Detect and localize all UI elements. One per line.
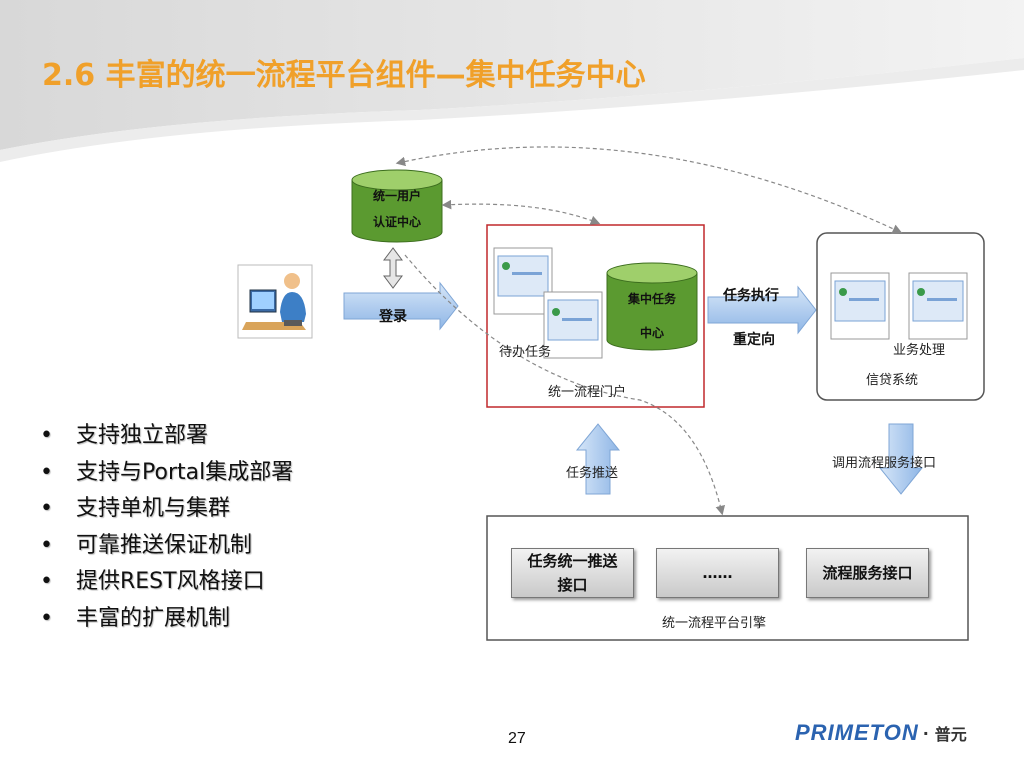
service-interface-label: 流程服务接口 [822, 564, 913, 582]
login-label: 登录 [379, 309, 407, 325]
push-interface-button: 任务统一推送 接口 [511, 548, 634, 598]
execute-label: 任务执行 [723, 288, 779, 304]
logo-separator: · [922, 723, 929, 743]
more-button: …… [656, 548, 779, 598]
auth-login-double-arrow [383, 247, 403, 289]
login-arrow [343, 281, 459, 331]
feature-item: •提供REST风格接口 [40, 569, 265, 594]
feature-item: •支持单机与集群 [40, 496, 231, 521]
slide-title: 2.6 丰富的统一流程平台组件—集中任务中心 [42, 58, 646, 93]
service-interface-button: 流程服务接口 [806, 548, 929, 598]
user-computer-icon [237, 264, 313, 339]
auth-db-line1: 统一用户 [372, 189, 421, 203]
dashed-connectors [395, 146, 903, 516]
task-database-label: 集中任务 中心 [607, 286, 697, 346]
call-down-arrow [878, 423, 924, 495]
loan-window-icons [830, 272, 968, 340]
more-label: …… [702, 564, 733, 582]
feature-list: •支持独立部署 •支持与Portal集成部署 •支持单机与集群 •可靠推送保证机… [40, 418, 293, 637]
auth-db-line2: 认证中心 [372, 215, 421, 229]
push-interface-line2: 接口 [557, 576, 588, 594]
auth-database-label: 统一用户 认证中心 [352, 183, 442, 243]
feature-item: •支持与Portal集成部署 [40, 459, 294, 485]
todo-window-icon [493, 247, 603, 359]
push-up-arrow [575, 423, 621, 495]
primeton-logo: PRIMETON · 普元 [795, 716, 967, 750]
logo-brand: PRIMETON [795, 720, 919, 745]
push-label: 任务推送 [566, 466, 619, 481]
call-label: 调用流程服务接口 [832, 456, 937, 471]
task-database [606, 262, 698, 351]
loan-system-label: 信贷系统 [866, 373, 919, 388]
task-db-line1: 集中任务 [627, 292, 676, 306]
todo-label: 待办任务 [499, 345, 552, 360]
feature-item: •丰富的扩展机制 [40, 605, 231, 631]
task-db-line2: 中心 [639, 326, 664, 340]
redirect-label: 重定向 [733, 332, 775, 348]
execute-arrow [707, 285, 817, 335]
logo-cn: 普元 [934, 725, 967, 744]
feature-item: •可靠推送保证机制 [40, 532, 253, 558]
engine-label: 统一流程平台引擎 [662, 616, 767, 631]
push-interface-line1: 任务统一推送 [527, 552, 618, 570]
page-number: 27 [508, 730, 526, 747]
feature-item: •支持独立部署 [40, 423, 209, 448]
business-label: 业务处理 [893, 343, 946, 358]
portal-label: 统一流程门户 [548, 385, 627, 400]
